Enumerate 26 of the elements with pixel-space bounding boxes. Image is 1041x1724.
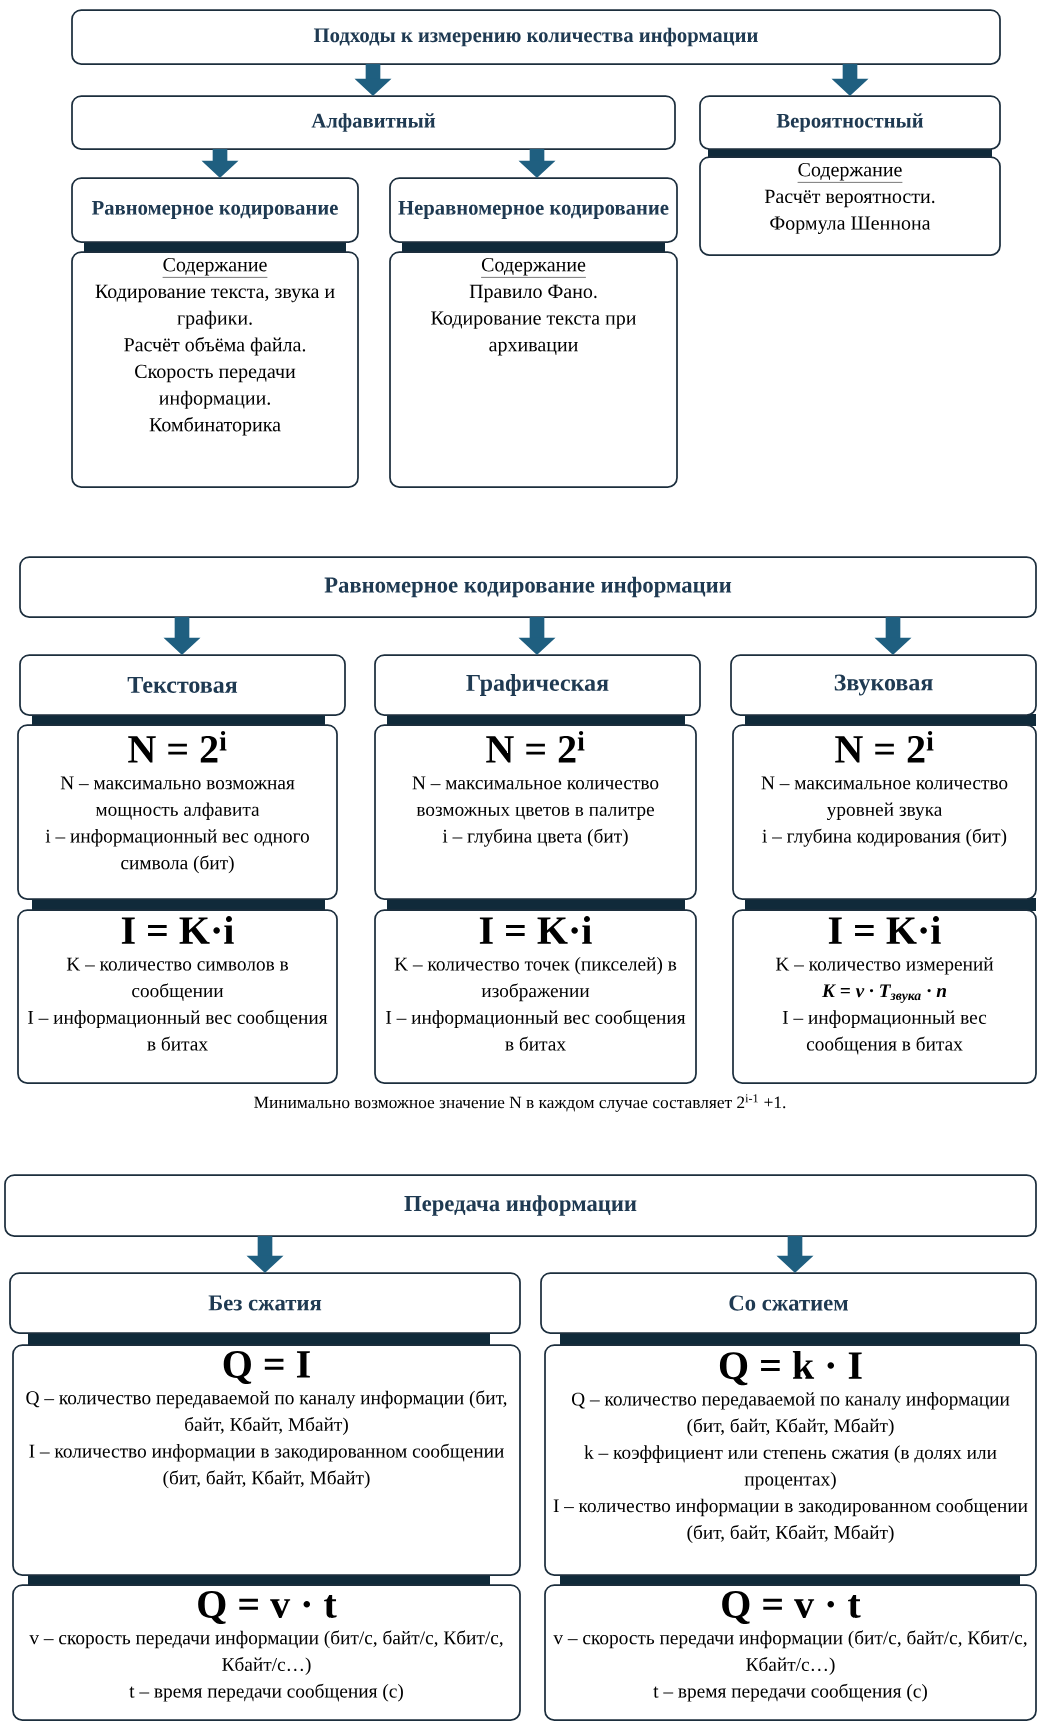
header-box: Звуковая (730, 654, 1037, 716)
title-box: Подходы к измерению количества информации (71, 9, 1001, 65)
content-box: Q = v · t v – скорость передачи информации (бит/с, байт/с, Кбит/с, Кбайт/с…) t – время передачи сообщения (с) (544, 1584, 1037, 1721)
content-box: I = K·i K – количество точек (пикселей) в изображении I – информационный вес сообщения в битах (374, 909, 697, 1084)
content-box: Q = k · I Q – количество передаваемой по каналу информации (бит, байт, Кбайт, Мбайт) k – коэффициент или степень сжатия (в долях или процентах) I – количество информации в закодированном сообщении (бит, байт, Кбайт, Мбайт) (544, 1344, 1037, 1576)
header-box: Вероятностный (699, 95, 1001, 150)
content-box: Содержание Кодирование текста, звука и графики. Расчёт объёма файла. Скорость передачи информации. Комбинаторика (71, 251, 359, 488)
header-box: Без сжатия (9, 1272, 521, 1334)
header-box: Текстовая (19, 654, 346, 716)
content-box: Содержание Правило Фано. Кодирование текста при архивации (389, 251, 678, 488)
title-box: Равномерное кодирование информации (19, 556, 1037, 618)
content-box: I = K·i K – количество измерений K = v · T$_{звука}$ · n I – информационный вес сообщения в битах (732, 909, 1037, 1084)
content-box: N = 2$^{i}$ N – максимально возможная мощность алфавита i – информационный вес одного символа (бит) (17, 724, 338, 900)
header-box: Неравномерное кодирование (389, 177, 678, 243)
content-box: N = 2$^{i}$ N – максимальное количество возможных цветов в палитре i – глубина цвета (бит) (374, 724, 697, 900)
header-box: Графическая (374, 654, 701, 716)
header-box: Со сжатием (540, 1272, 1037, 1334)
content-box: I = K·i K – количество символов в сообщении I – информационный вес сообщения в битах (17, 909, 338, 1084)
footnote-text: Минимально возможное значение N в каждом случае составляет 2$^{i-1}$ +1. (254, 1094, 786, 1112)
title-box: Передача информации (4, 1174, 1037, 1237)
content-box: N = 2$^{i}$ N – максимальное количество уровней звука i – глубина кодирования (бит) (732, 724, 1037, 900)
header-box: Алфавитный (71, 95, 676, 150)
content-box: Содержание Расчёт вероятности. Формула Шеннона (699, 156, 1001, 256)
header-box: Равномерное кодирование (71, 177, 359, 243)
content-box: Q = v · t v – скорость передачи информации (бит/с, байт/с, Кбит/с, Кбайт/с…) t – время передачи сообщения (с) (12, 1584, 521, 1721)
content-box: Q = I Q – количество передаваемой по каналу информации (бит, байт, Кбайт, Мбайт) I – количество информации в закодированном сообщении (бит, байт, Кбайт, Мбайт) (12, 1344, 521, 1576)
